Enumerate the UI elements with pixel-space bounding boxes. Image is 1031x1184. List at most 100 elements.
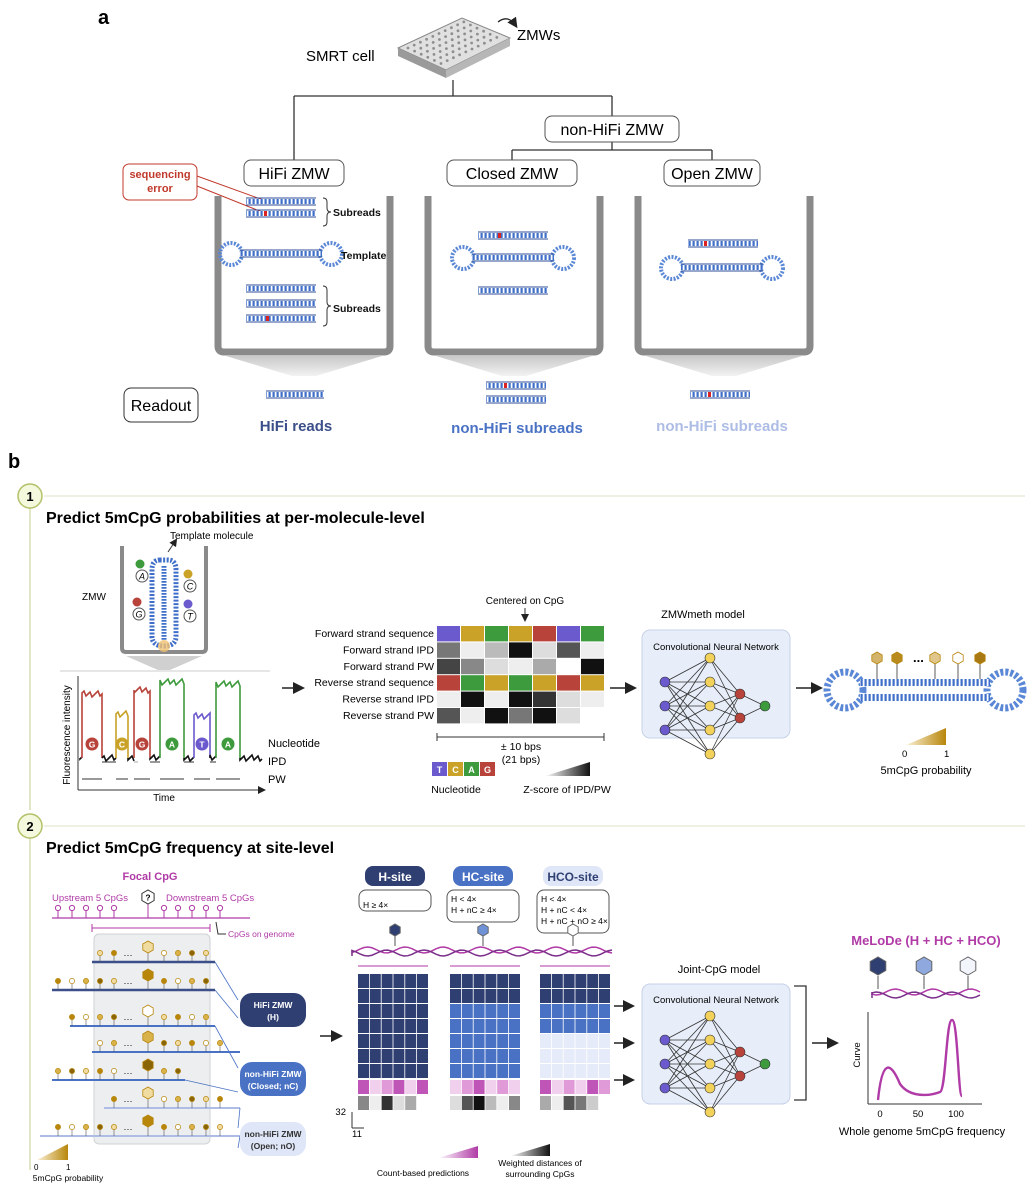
step-2-title: Predict 5mCpG frequency at site-level [46,840,334,857]
matrix-cell [461,1034,473,1048]
matrix-cell [599,974,610,988]
hifi-subread-1-bases [246,199,316,204]
trace-segment [215,679,241,758]
x-tick-50: 50 [913,1109,924,1120]
nn-node [759,700,771,712]
zmw-label: ZMW [82,592,106,603]
matrix-cell [358,1004,369,1018]
matrix-cell [473,1064,485,1078]
matrix-cell [540,1004,551,1018]
read-cpg [203,1124,209,1130]
read-cpg [69,978,75,984]
plate-well-dot [462,26,466,30]
feature-cell [557,642,580,658]
read-focal-hexagon [142,1114,154,1128]
matrix-cell [417,989,428,1003]
x-tick-100: 100 [948,1109,964,1120]
step1-prob-label: 5mCpG probability [880,765,972,777]
trace-nucleotide-letter: A [225,740,231,750]
read-cpg [161,1068,167,1074]
site-matrices [358,965,610,1110]
matrix-cell [509,1064,520,1078]
plate-well-dot [425,37,428,41]
matrix-count-cell [405,1080,417,1094]
matrix-cell [540,1019,551,1033]
site-rule-box [446,889,520,923]
joint-cpg-model-label: Joint-CpG model [678,964,761,976]
matrix-cell [485,1064,497,1078]
nn-edge [709,681,741,695]
non-hifi-subreads-closed-label: non-HiFi subreads [451,420,583,437]
matrix-cell [450,1034,461,1048]
matrix-cell [551,1034,563,1048]
matrix-cell [587,1004,599,1018]
feature-row-label: Forward strand sequence [315,628,434,640]
meth-hexagon [871,651,883,665]
plate-well-dot [457,41,461,45]
panel-b-letter: b [8,451,20,473]
non-hifi-zmw-label: non-HiFi ZMW [560,122,664,139]
matrix-count-cell [393,1080,405,1094]
whole-genome-label: Whole genome 5mCpG frequency [839,1126,1006,1138]
read-connector [214,989,239,1019]
matrix-cell [540,974,551,988]
matrix-count-cell [497,1080,509,1094]
plate-well-dot [439,56,442,59]
plate-well-dot [483,41,486,45]
plate-well-dot [451,44,454,48]
subreads-bracket-top [322,197,332,227]
panel-b: b 1 Predict 5mCpG probabilities at per-m… [8,451,1027,1183]
window-sub-label: (21 bps) [502,754,541,766]
feature-row-label: Forward strand IPD [343,644,434,656]
nn-node [734,1070,746,1082]
feature-cell [557,658,580,675]
feature-cell [533,658,556,675]
matrix-cell [497,1034,509,1048]
matrix-distance-cell [599,1096,610,1110]
plate-well-dot [431,41,435,44]
read-ellipsis: ··· [124,1096,133,1106]
read-cpg [175,1068,181,1074]
feature-cell [581,691,604,707]
matrix-cell [405,1064,417,1078]
genome-cpg [160,904,168,912]
plate-well-dot [464,44,467,48]
ipd-row-label: IPD [268,756,286,768]
legend-base-C [448,762,463,776]
closed-subread-1-error [498,233,501,238]
matrix-distance-cell [369,1096,381,1110]
read-cpg [111,1040,117,1046]
matrix-cell [575,1019,587,1033]
read-cpg [111,1014,117,1020]
closed-readout-2-bases [486,397,546,402]
matrix-cell [563,1034,575,1048]
nn-node [704,1010,716,1022]
hifi-zmw-label: HiFi ZMW [258,166,330,183]
feature-cell [461,708,484,724]
hifi-template-bases [240,251,322,256]
plate-well-dot [419,46,423,50]
read-focal-hexagon [142,1086,154,1100]
plate-well-dot [413,49,416,53]
matrix-cell [369,1004,381,1018]
read-cpg [189,1124,195,1130]
matrix-cell [381,1049,393,1063]
closed-template-bases [472,255,554,260]
zmws-label: ZMWs [517,27,560,44]
plate-well-dot [444,35,447,38]
window-label: ± 10 bps [501,741,541,753]
feature-cell [557,708,580,724]
read-connector [214,961,239,1001]
zmws-arrow [497,16,518,29]
melode-helix [869,956,981,999]
meth-strand-top [860,679,990,686]
hifi-template-right-loop [318,241,344,267]
matrix-cell [540,1049,551,1063]
read-connector [237,1107,241,1129]
legend-base-A [464,762,479,776]
well-base-ring-C [183,579,197,593]
readout-label: Readout [131,398,192,415]
matrix-count-cell [509,1080,520,1094]
matrix-count-cell [551,1080,563,1094]
step-2-number: 2 [26,819,33,834]
